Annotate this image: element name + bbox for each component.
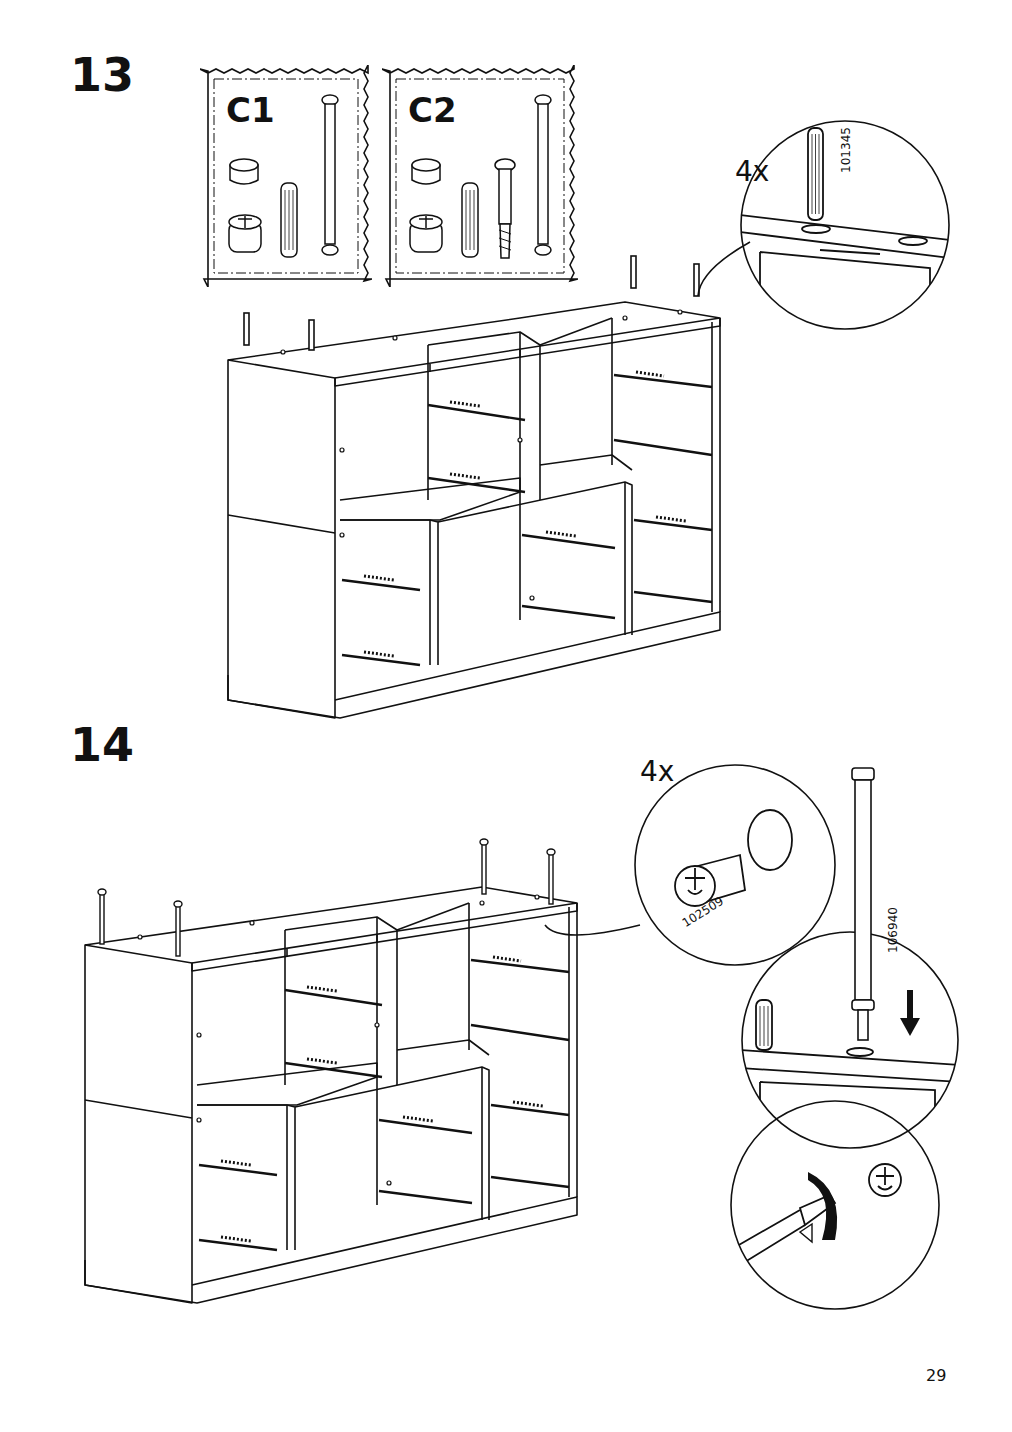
step-number: 14 bbox=[70, 722, 134, 768]
bag-label: C1 bbox=[226, 93, 275, 127]
fitting-bag: C1 bbox=[200, 65, 372, 287]
quantity: 4x bbox=[735, 158, 769, 186]
bag-label: C2 bbox=[408, 93, 457, 127]
step-number: 13 bbox=[70, 52, 134, 98]
quantity: 4x bbox=[640, 758, 674, 786]
fitting-bag: C2 bbox=[382, 65, 578, 287]
part-number: 101345 bbox=[840, 127, 852, 173]
page-number: 29 bbox=[926, 1368, 946, 1384]
bag-outline bbox=[200, 65, 372, 287]
part-number: 106940 bbox=[887, 907, 899, 953]
